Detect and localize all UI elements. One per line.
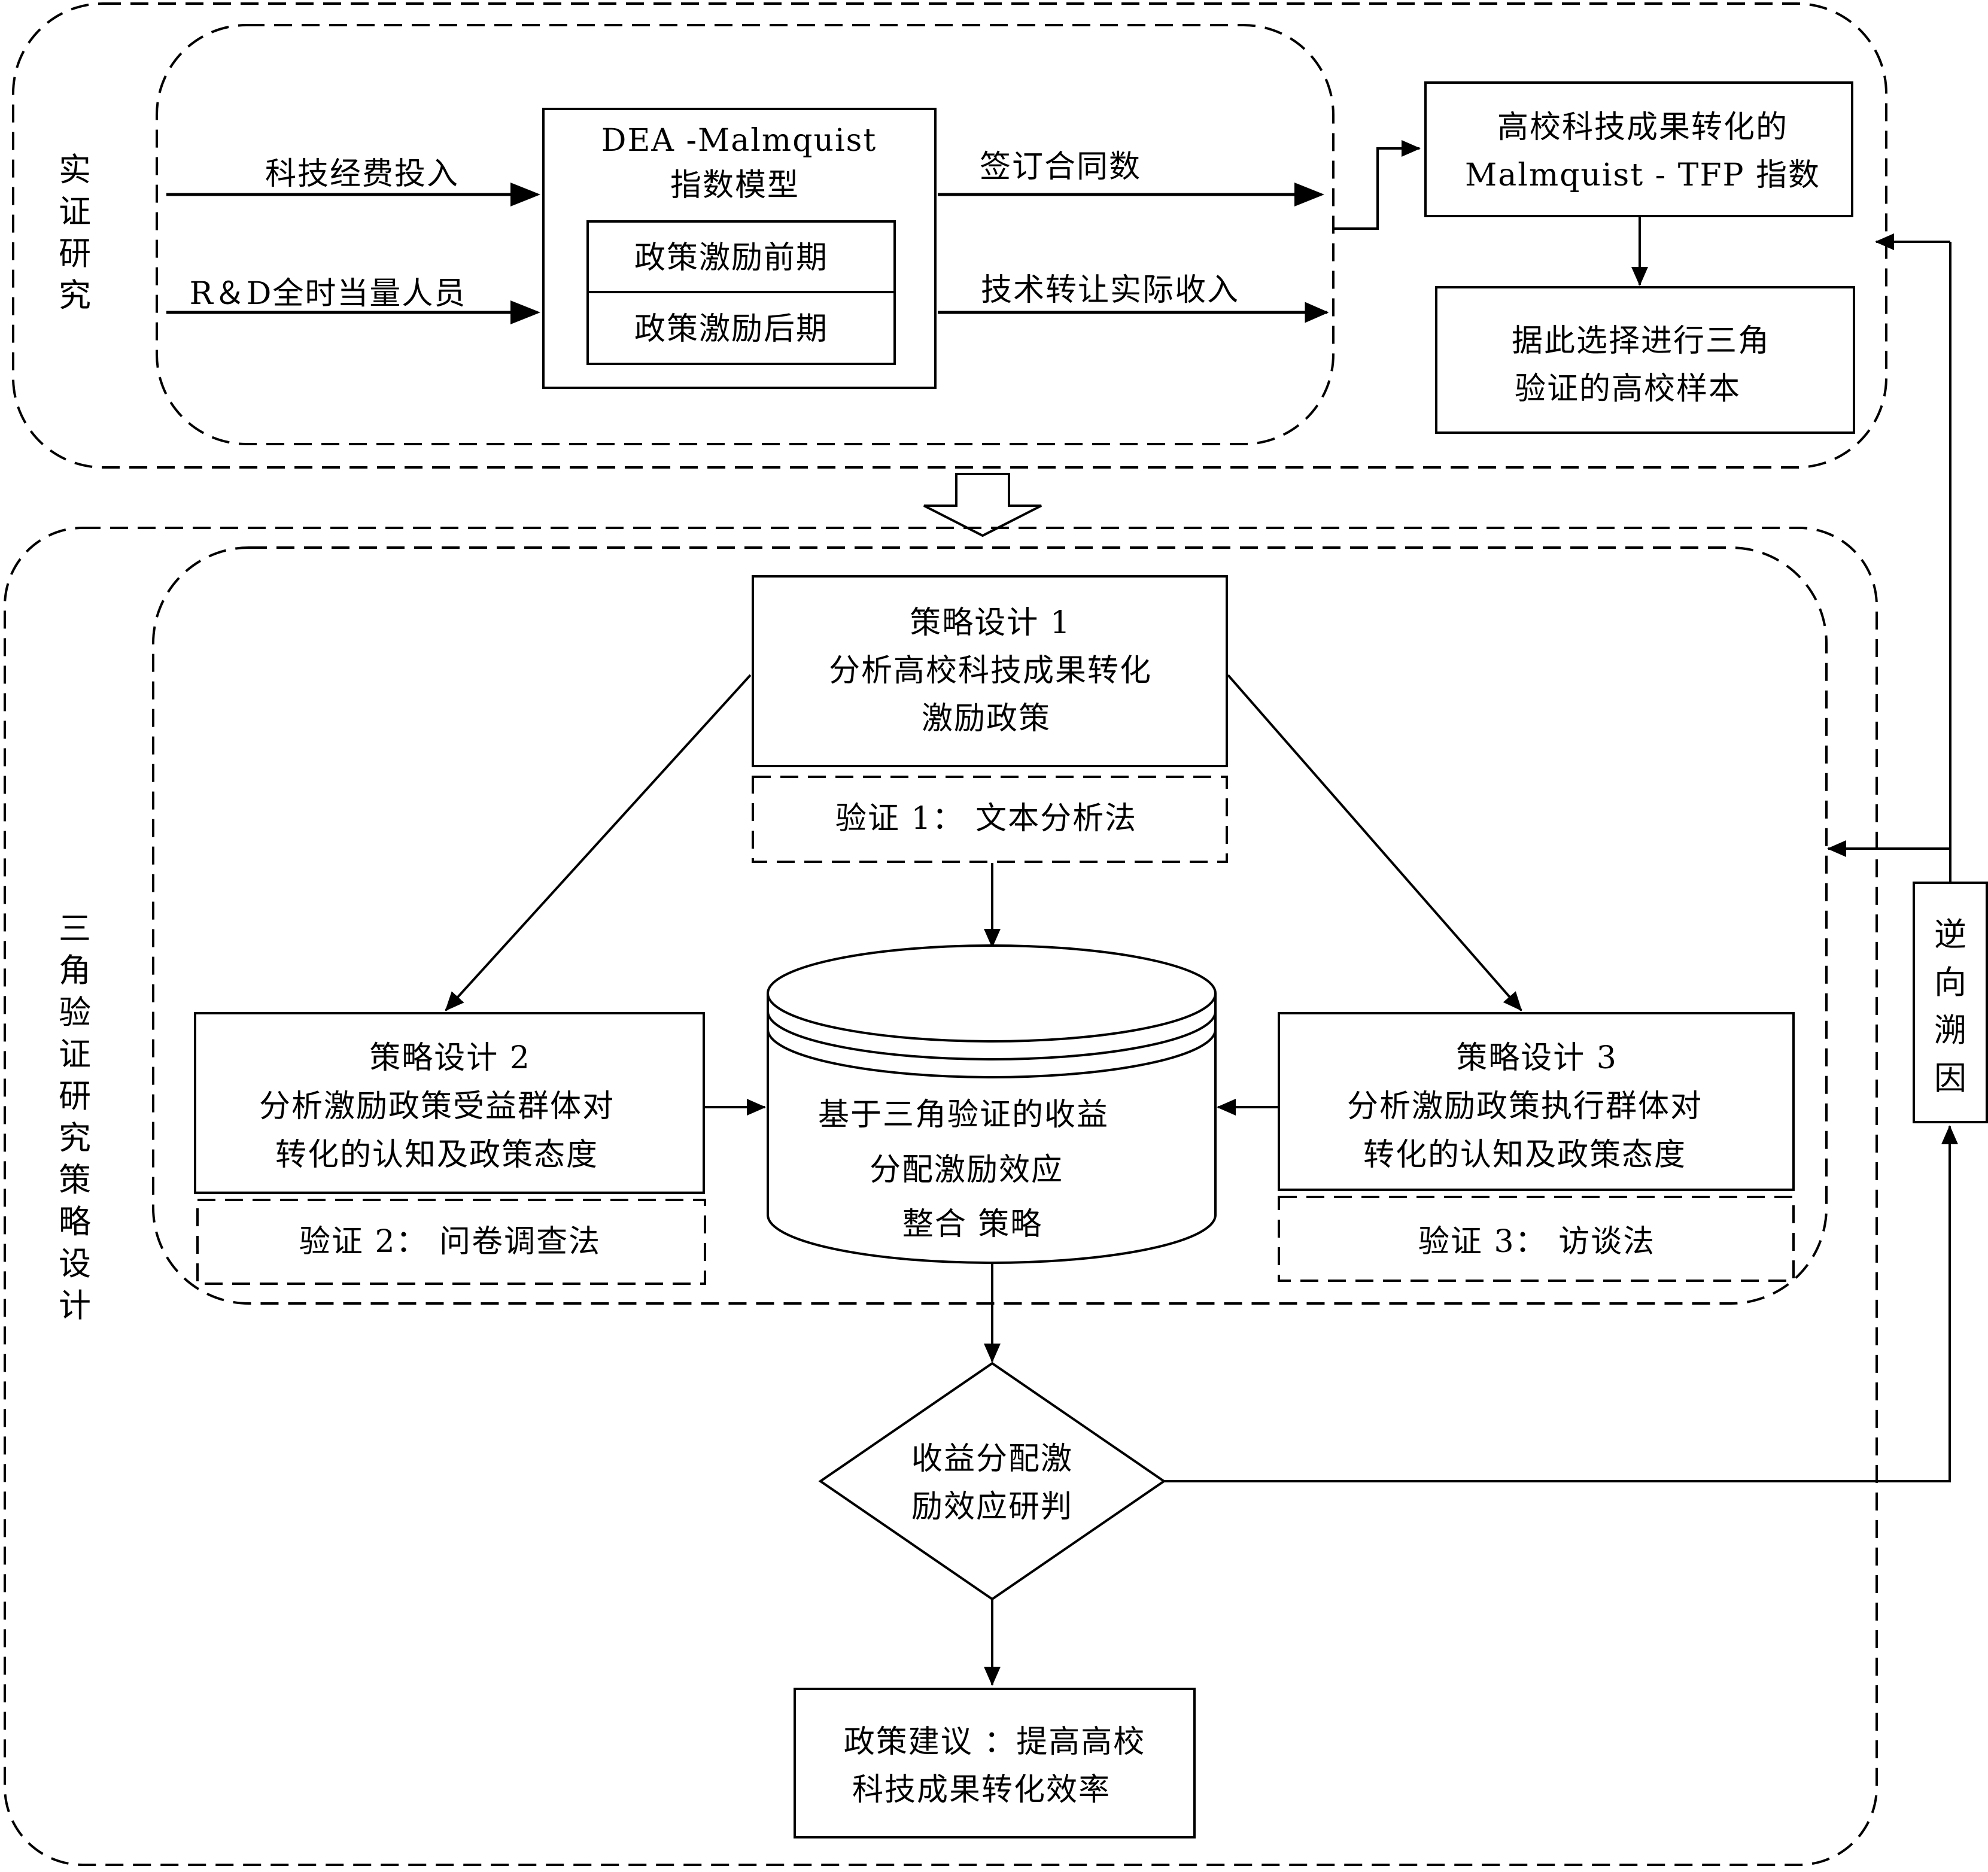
- strategy3-line1: 策略设计 3: [1456, 1040, 1618, 1076]
- empirical-side-label: 实 证 研 究: [59, 151, 91, 314]
- strategy2-box: [194, 1012, 705, 1194]
- integration-line1: 基于三角验证的收益: [818, 1097, 1109, 1133]
- cylinder-top: [767, 944, 1217, 1043]
- triangulation-label-char: 略: [59, 1203, 91, 1241]
- triangulation-inner-frame: [152, 546, 1828, 1305]
- input-rd-staff-label: R＆D全时当量人员: [190, 276, 467, 312]
- strategy1-to-strategy2-arrow: [445, 674, 752, 1011]
- phase-before-label: 政策激励前期: [634, 240, 828, 276]
- empirical-label-char: 证: [59, 193, 91, 230]
- triangulation-label-char: 研: [59, 1077, 91, 1115]
- backtrace-label-char: 向: [1934, 964, 1966, 1001]
- strategy3-line3: 转化的认知及政策态度: [1363, 1137, 1686, 1173]
- strategy1-to-strategy3-arrow: [1227, 674, 1522, 1011]
- triangulation-label-char: 证: [59, 1035, 91, 1073]
- output-contracts-label: 签订合同数: [980, 149, 1141, 185]
- strategy2-line3: 转化的认知及政策态度: [275, 1137, 598, 1173]
- verify1-label: 验证 1： 文本分析法: [835, 801, 1137, 837]
- tfp-index-box: [1424, 81, 1853, 217]
- strategy1-box: [752, 575, 1228, 767]
- judgement-line1: 收益分配激: [911, 1441, 1073, 1477]
- integration-line2: 分配激励效应: [870, 1152, 1063, 1188]
- sample-line1: 据此选择进行三角: [1512, 323, 1770, 359]
- backtrace-label-char: 逆: [1934, 916, 1966, 953]
- empirical-label-char: 研: [59, 235, 91, 272]
- tfp-line1: 高校科技成果转化的: [1497, 110, 1788, 145]
- backtrace-label: 逆 向 溯 因: [1934, 916, 1966, 1097]
- empirical-inner-frame: [156, 24, 1335, 445]
- judgement-line2: 励效应研判: [911, 1489, 1073, 1525]
- strategy3-line2: 分析激励政策执行群体对: [1347, 1089, 1703, 1125]
- recommendation-line2: 科技成果转化效率: [852, 1772, 1111, 1808]
- inner-to-tfp-connector: [1333, 140, 1421, 230]
- sample-selection-box: [1435, 286, 1855, 434]
- strategy2-line1: 策略设计 2: [369, 1040, 531, 1076]
- empirical-label-char: 实: [59, 151, 91, 189]
- sample-line2: 验证的高校样本: [1515, 371, 1741, 407]
- judgement-to-backtrace-arrow: [1164, 1125, 1958, 1482]
- backtrace-label-char: 因: [1934, 1059, 1966, 1097]
- model-title-line2: 指数模型: [670, 168, 800, 203]
- cylinder-ring2: [767, 1029, 1217, 1078]
- strategy1-line1: 策略设计 1: [910, 605, 1071, 641]
- verify2-box: [196, 1199, 706, 1285]
- policy-recommendation-box: [794, 1688, 1196, 1838]
- strategy1-line2: 分析高校科技成果转化: [829, 653, 1152, 689]
- triangulation-section-frame: [4, 527, 1878, 1866]
- verify1-box: [752, 776, 1228, 863]
- triangulation-label-char: 设: [59, 1245, 91, 1283]
- phase-after-label: 政策激励后期: [634, 311, 828, 347]
- judgement-diamond: [818, 1362, 1166, 1601]
- backtrace-label-char: 溯: [1934, 1011, 1966, 1049]
- triangulation-label-char: 计: [59, 1287, 91, 1324]
- empirical-label-char: 究: [59, 276, 91, 314]
- strategy3-box: [1278, 1012, 1795, 1191]
- triangulation-side-label: 三 角 验 证 研 究 策 略 设 计: [59, 910, 91, 1324]
- triangulation-label-char: 角: [59, 952, 91, 989]
- triangulation-label-char: 三: [59, 910, 91, 947]
- model-title-line1: DEA -Malmquist: [601, 123, 877, 159]
- input-funding-label: 科技经费投入: [265, 156, 459, 192]
- tfp-line2: Malmquist - TFP 指数: [1465, 157, 1820, 193]
- strategy1-line3: 激励政策: [922, 701, 1051, 737]
- verify2-label: 验证 2： 问卷调查法: [299, 1224, 601, 1260]
- triangulation-label-char: 究: [59, 1119, 91, 1157]
- cylinder-ring1: [767, 1011, 1217, 1060]
- section-transition-arrow: [923, 473, 1042, 537]
- triangulation-label-char: 策: [59, 1161, 91, 1199]
- output-transfer-income-label: 技术转让实际收入: [981, 272, 1239, 308]
- triangulation-label-char: 验: [59, 993, 91, 1031]
- recommendation-line1: 政策建议 ：提高高校: [844, 1724, 1146, 1760]
- cylinder-body: [767, 993, 1217, 1264]
- verify3-label: 验证 3： 访谈法: [1418, 1224, 1655, 1260]
- verify3-box: [1278, 1196, 1795, 1282]
- integration-line3: 整合 策略: [902, 1207, 1043, 1242]
- integration-cylinder: [767, 944, 1217, 1264]
- strategy2-line2: 分析激励政策受益群体对: [259, 1089, 615, 1125]
- backtrace-box: [1913, 882, 1988, 1123]
